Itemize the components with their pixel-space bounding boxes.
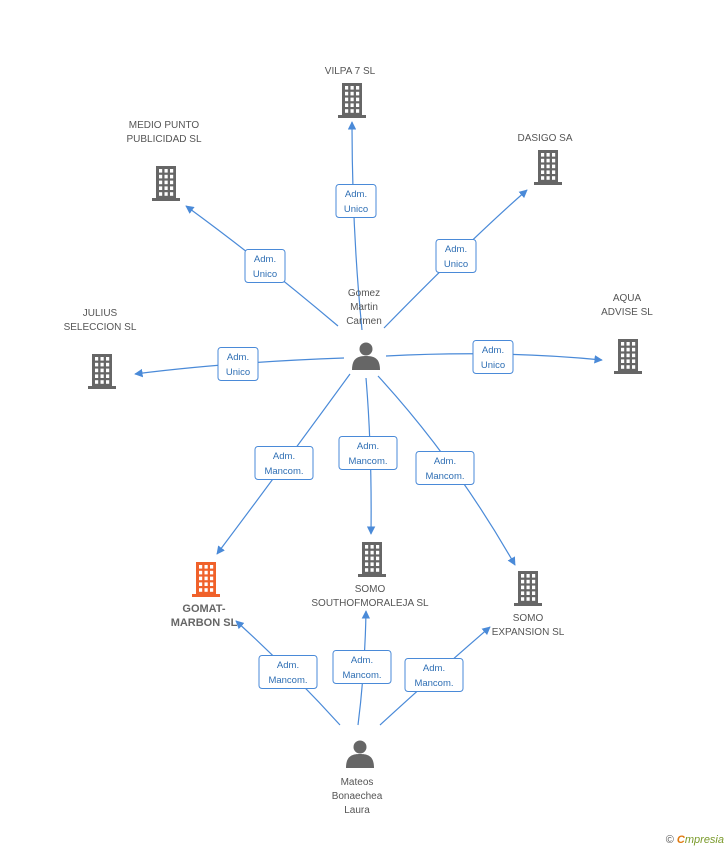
role-box-gomez-dasigo[interactable]: Adm. Unico <box>435 239 477 273</box>
company-gomat-label-line: MARBON SL <box>171 617 238 629</box>
person-gomez-person-icon[interactable] <box>352 342 380 371</box>
company-medio-building-icon[interactable] <box>152 166 180 201</box>
company-vilpa-building-icon[interactable] <box>338 83 366 118</box>
role-text: Adm. <box>423 663 445 674</box>
role-text: Mancom. <box>268 675 307 686</box>
company-gomat-label: GOMAT- MARBON SL <box>171 603 238 629</box>
company-aqua-label-line: AQUA <box>613 293 642 304</box>
role-text: Adm. <box>445 244 467 255</box>
role-text: Unico <box>344 204 368 215</box>
role-text: Mancom. <box>414 678 453 689</box>
company-somo_exp-building-icon[interactable] <box>514 571 542 606</box>
role-box-gomez-somo_exp[interactable]: Adm. Mancom. <box>415 451 475 485</box>
role-text: Unico <box>444 259 468 270</box>
brand-logo: Cmpresia <box>676 834 724 846</box>
person-mateos-label-line: Bonaechea <box>332 791 383 802</box>
role-text: Mancom. <box>425 471 464 482</box>
company-medio-label: MEDIO PUNTO PUBLICIDAD SL <box>126 120 201 145</box>
role-text: Unico <box>226 367 250 378</box>
company-vilpa-label: VILPA 7 SL <box>325 66 376 77</box>
edge-gomez-vilpa <box>347 121 363 331</box>
company-somo_south-label-line: SOMO <box>355 584 386 595</box>
company-somo_exp-label: SOMO EXPANSION SL <box>492 613 565 638</box>
company-somo_exp-label-line: SOMO <box>513 613 544 624</box>
company-medio-label-line: PUBLICIDAD SL <box>126 134 201 145</box>
person-mateos-label-line: Laura <box>344 805 370 816</box>
person-mateos-person-icon[interactable] <box>346 740 374 769</box>
company-aqua-building-icon[interactable] <box>614 339 642 374</box>
company-dasigo-label-line: DASIGO SA <box>517 133 572 144</box>
company-somo_exp-label-line: EXPANSION SL <box>492 627 565 638</box>
company-dasigo-label: DASIGO SA <box>517 133 572 144</box>
role-text: Mancom. <box>348 456 387 467</box>
role-box-mateos-gomat[interactable]: Adm. Mancom. <box>258 655 318 689</box>
role-text: Mancom. <box>264 466 303 477</box>
company-medio-label-line: MEDIO PUNTO <box>129 120 200 131</box>
role-box-mateos-somo_south[interactable]: Adm. Mancom. <box>332 650 392 684</box>
role-text: Adm. <box>254 254 276 265</box>
role-text: Adm. <box>227 352 249 363</box>
company-julius-label-line: JULIUS <box>83 308 118 319</box>
company-julius-building-icon[interactable] <box>88 354 116 389</box>
company-somo_south-label-line: SOUTHOFMORALEJA SL <box>311 598 429 609</box>
role-box-gomez-aqua[interactable]: Adm. Unico <box>472 340 514 374</box>
role-labels-layer: Adm.UnicoAdm.UnicoAdm.UnicoAdm.UnicoAdm.… <box>217 184 514 692</box>
company-aqua-label-line: ADVISE SL <box>601 307 653 318</box>
role-text: Adm. <box>482 345 504 356</box>
person-gomez-label-line: Carmen <box>346 316 382 327</box>
role-box-gomez-julius[interactable]: Adm. Unico <box>217 347 259 381</box>
role-text: Adm. <box>434 456 456 467</box>
person-gomez-label-line: Gomez <box>348 288 380 299</box>
company-somo_south-building-icon[interactable] <box>358 542 386 577</box>
role-text: Mancom. <box>342 670 381 681</box>
role-text: Adm. <box>273 451 295 462</box>
role-box-mateos-somo_exp[interactable]: Adm. Mancom. <box>404 658 464 692</box>
company-gomat-building-icon[interactable] <box>192 562 220 597</box>
company-vilpa-label-line: VILPA 7 SL <box>325 66 376 77</box>
role-text: Adm. <box>345 189 367 200</box>
role-box-gomez-vilpa[interactable]: Adm. Unico <box>335 184 377 218</box>
role-box-gomez-medio[interactable]: Adm. Unico <box>244 249 286 283</box>
nodes-layer: VILPA 7 SL MEDIO PUNTO PUBLICIDAD SL DASIGO… <box>64 66 654 816</box>
copyright-symbol: © <box>665 834 674 846</box>
role-text: Adm. <box>357 441 379 452</box>
person-gomez-label-line: Martin <box>350 302 378 313</box>
person-mateos-label-line: Mateos <box>341 777 374 788</box>
company-julius-label-line: SELECCION SL <box>64 322 137 333</box>
company-somo_south-label: SOMO SOUTHOFMORALEJA SL <box>311 584 429 609</box>
company-aqua-label: AQUA ADVISE SL <box>601 293 653 318</box>
footer-brand[interactable]: © Cmpresia <box>666 834 724 846</box>
company-julius-label: JULIUS SELECCION SL <box>64 308 137 333</box>
role-text: Adm. <box>351 655 373 666</box>
company-dasigo-building-icon[interactable] <box>534 150 562 185</box>
company-gomat-label-line: GOMAT- <box>182 603 226 615</box>
role-box-gomez-gomat[interactable]: Adm. Mancom. <box>254 446 314 480</box>
role-text: Unico <box>481 360 505 371</box>
role-text: Unico <box>253 269 277 280</box>
role-text: Adm. <box>277 660 299 671</box>
role-box-gomez-somo_south[interactable]: Adm. Mancom. <box>338 436 398 470</box>
